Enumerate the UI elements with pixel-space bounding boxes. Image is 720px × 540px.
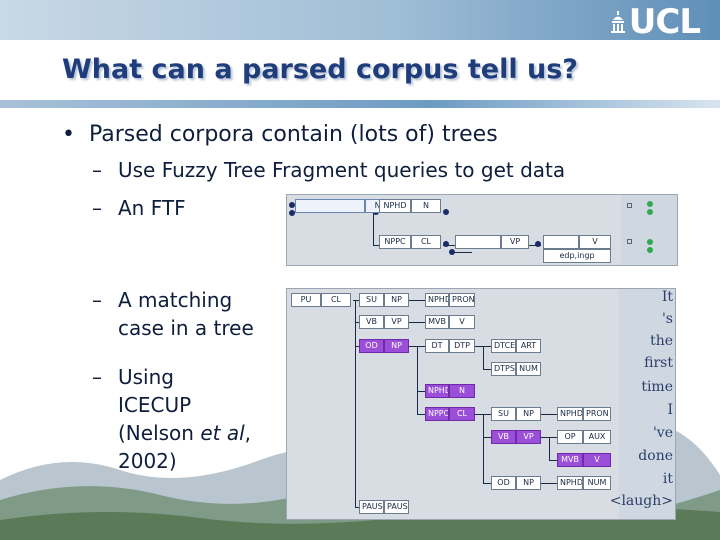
portico-icon xyxy=(610,11,625,33)
subbullet-ftf-queries: –Use Fuzzy Tree Fragment queries to get … xyxy=(92,156,565,184)
subbullet-text: Using xyxy=(118,365,174,389)
ftf-link-dot[interactable] xyxy=(449,249,455,255)
subbullet-text-line2: ICECUP xyxy=(118,393,192,417)
slide-title: What can a parsed corpus tell us? xyxy=(62,54,578,85)
ftf-word-slot-icon[interactable] xyxy=(627,203,632,208)
ftf-link-dot-green[interactable] xyxy=(647,239,653,245)
dash-marker: – xyxy=(92,196,102,220)
ftf-node-v[interactable]: V xyxy=(543,235,611,249)
ftf-link-dot[interactable] xyxy=(535,241,541,247)
sentence-word[interactable]: 's xyxy=(661,311,673,327)
ftf-link-dot[interactable] xyxy=(289,202,295,208)
sentence-word[interactable]: first xyxy=(644,355,673,371)
sentence-word[interactable]: It xyxy=(661,289,673,305)
citation: (Nelson et al, xyxy=(118,421,252,445)
subbullet-text: A matching xyxy=(118,288,233,312)
subbullet-matching-case: –A matching case in a tree xyxy=(92,286,254,342)
sentence-word[interactable]: <laugh> xyxy=(609,493,673,509)
bullet-text: Parsed corpora contain (lots of) trees xyxy=(88,122,498,147)
sentence-word[interactable]: time xyxy=(641,379,673,395)
title-divider xyxy=(0,100,720,108)
dash-marker: – xyxy=(92,365,102,389)
header-banner: UCL xyxy=(0,0,720,40)
sentence-word[interactable]: it xyxy=(662,471,673,487)
ftf-link-dot-green[interactable] xyxy=(647,209,653,215)
ftf-link-dot-green[interactable] xyxy=(647,247,653,253)
subbullet-text-line2: case in a tree xyxy=(118,316,254,340)
sentence-word[interactable]: the xyxy=(650,333,673,349)
ftf-word-pane xyxy=(621,195,677,265)
subbullet-text: An FTF xyxy=(118,196,186,220)
dash-marker: – xyxy=(92,158,102,182)
ftf-link-dot[interactable] xyxy=(289,210,295,216)
bullet-dot-icon: • xyxy=(62,122,89,147)
sentence-word[interactable]: I xyxy=(667,402,673,418)
ftf-node-v-features[interactable]: edp,ingp xyxy=(543,249,611,263)
subbullet-using-icecup: –Using ICECUP (Nelson et al, 2002) xyxy=(92,363,251,475)
ftf-link-dot[interactable] xyxy=(443,209,449,215)
logo-text: UCL xyxy=(628,2,701,42)
ftf-node-vp[interactable]: VP xyxy=(455,235,529,249)
subbullet-text: Use Fuzzy Tree Fragment queries to get d… xyxy=(118,158,566,182)
ftf-link-dot[interactable] xyxy=(443,241,449,247)
tree-node-pause[interactable]: PAUSEPAUSE xyxy=(359,500,409,514)
ftf-link-dot-green[interactable] xyxy=(647,201,653,207)
sentence-word-pane: It 's the first time I 've done it <laug… xyxy=(610,289,675,519)
sentence-word[interactable]: done xyxy=(638,448,673,464)
ucl-logo: UCL xyxy=(610,2,701,42)
bullet-point: • Parsed corpora contain (lots of) trees xyxy=(62,122,498,147)
dash-marker: – xyxy=(92,288,102,312)
sentence-word[interactable]: 've xyxy=(652,425,673,441)
ftf-word-slot-icon[interactable] xyxy=(627,239,632,244)
subbullet-an-ftf: –An FTF xyxy=(92,194,186,222)
citation-year: 2002) xyxy=(118,449,177,473)
